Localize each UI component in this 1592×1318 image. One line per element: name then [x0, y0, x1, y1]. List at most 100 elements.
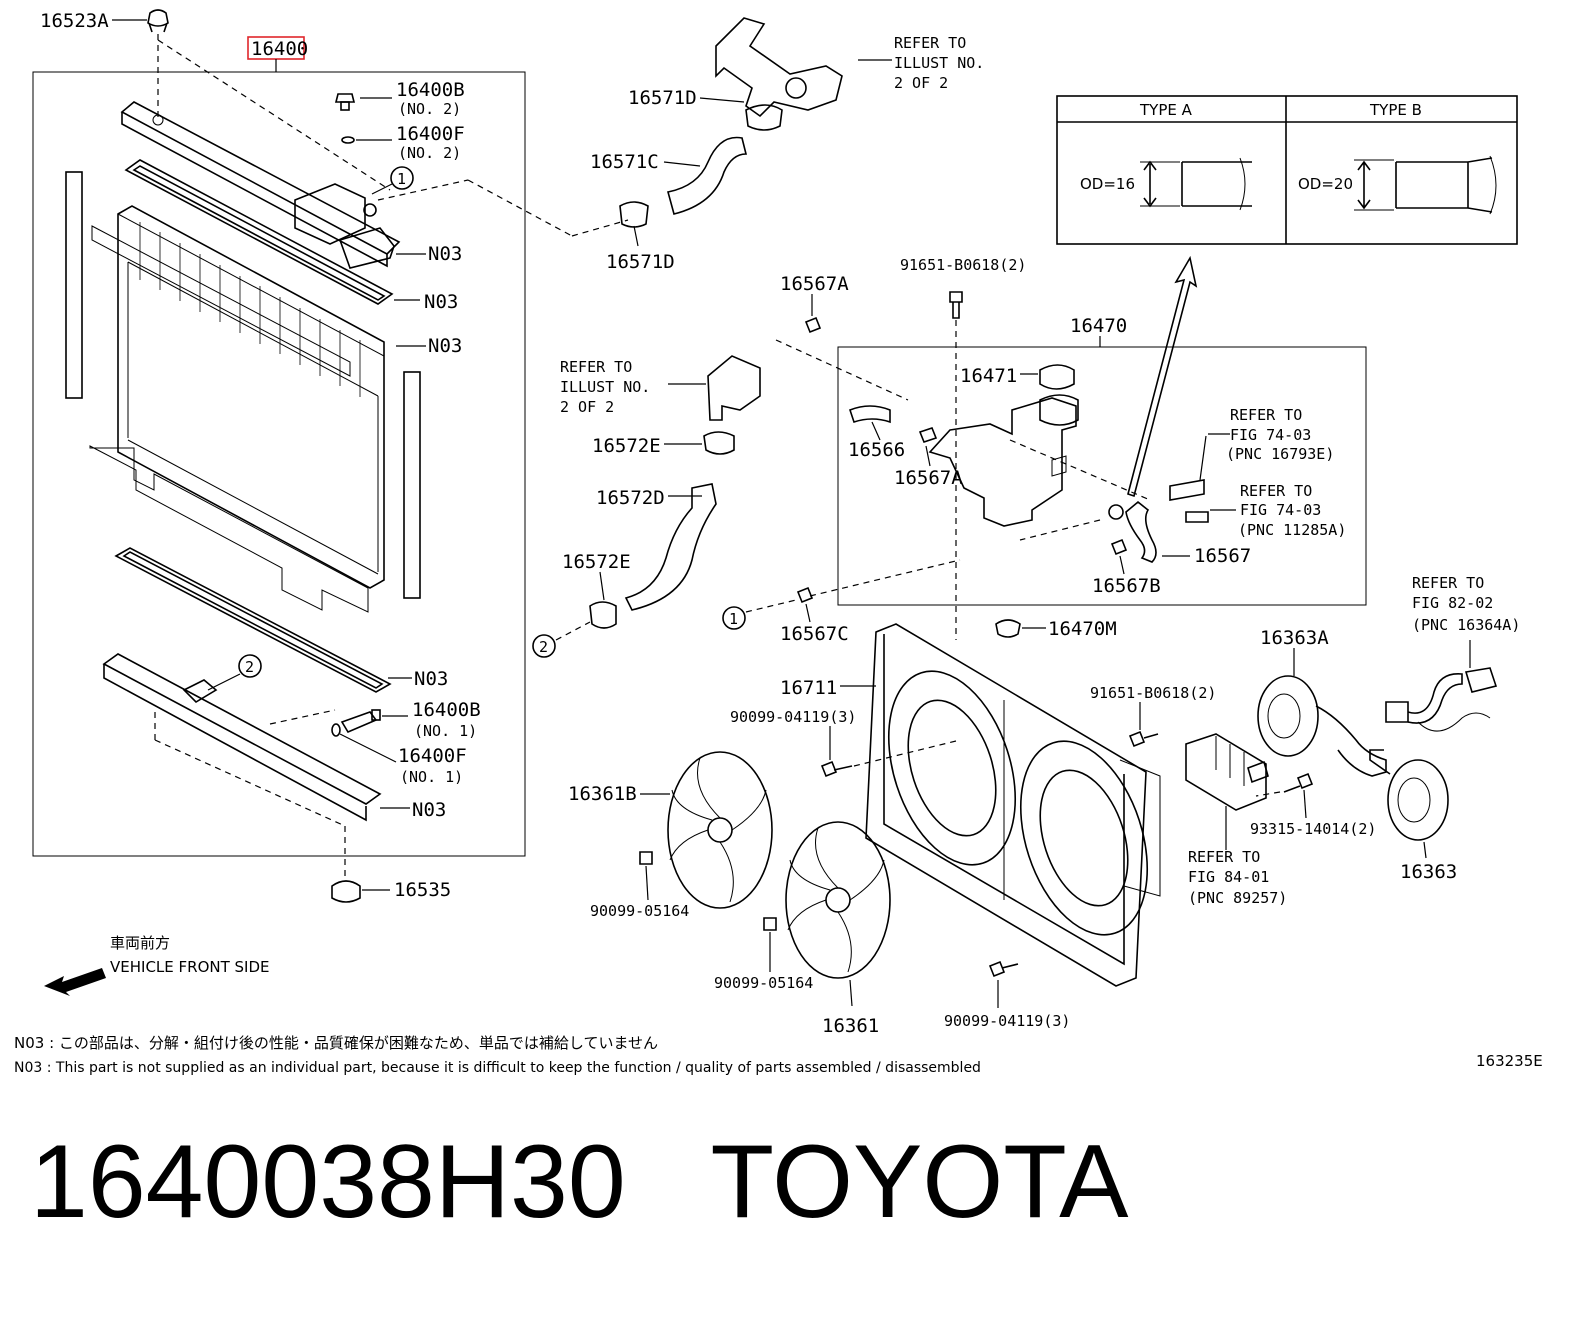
ref-circle-1-b-text: 1	[729, 610, 738, 628]
upper-tank	[120, 101, 401, 269]
refer-b-line1: REFER TO	[560, 358, 632, 376]
label-no1-b: (NO. 1)	[400, 768, 463, 786]
label-16361: 16361	[822, 1015, 879, 1037]
ref8401-line2: FIG 84-01	[1188, 868, 1269, 886]
refer-b-line2: ILLUST NO.	[560, 378, 650, 396]
label-16361b: 16361B	[568, 783, 637, 805]
label-16572e-bot: 16572E	[562, 551, 631, 573]
label-n03-4: N03	[414, 668, 448, 690]
bolt-91651-mid	[1128, 730, 1159, 748]
radiator-cap-16523a	[147, 9, 169, 118]
front-side-jp: 車両前方	[110, 934, 170, 952]
label-90099-05164-a: 90099-05164	[590, 902, 689, 920]
hose-end-fitting	[1108, 504, 1124, 520]
parts-diagram: 16523A 16400	[14, 9, 1543, 1076]
label-plate-11285a	[1185, 511, 1209, 523]
hose-clamp-16572e-top	[703, 431, 735, 455]
ref-circle-2-a-text: 2	[245, 658, 254, 676]
label-plate-16793e	[1169, 479, 1205, 501]
label-16572e-top: 16572E	[592, 435, 661, 457]
ref7403a-line3: (PNC 16793E)	[1226, 445, 1334, 463]
hose-clamp-16571d-bot	[619, 201, 649, 228]
ref7403b-line3: (PNC 11285A)	[1238, 521, 1346, 539]
label-16535: 16535	[394, 879, 451, 901]
label-16711: 16711	[780, 677, 837, 699]
label-93315: 93315-14014(2)	[1250, 820, 1376, 838]
side-seal-left	[65, 171, 83, 399]
label-16400f-top: 16400F	[396, 123, 465, 145]
nut-90099-05164-b	[763, 917, 777, 931]
ref7403b-line2: FIG 74-03	[1240, 501, 1321, 519]
label-no2-a: (NO. 2)	[398, 100, 461, 118]
oring-16400f-no2	[341, 136, 355, 144]
refer-a-line1: REFER TO	[894, 34, 966, 52]
label-16400b-bot: 16400B	[412, 699, 481, 721]
nut-90099-05164-a	[639, 851, 653, 865]
label-16400f-bot: 16400F	[398, 745, 467, 767]
label-91651-top: 91651-B0618(2)	[900, 256, 1026, 274]
label-16523a: 16523A	[40, 10, 109, 32]
clip-16567b	[1110, 538, 1128, 556]
screw-93315	[1283, 772, 1314, 793]
overflow-hose-16567	[1125, 500, 1157, 563]
bolt-90099-04119-bot	[988, 960, 1019, 978]
label-16571d-top: 16571D	[628, 87, 697, 109]
note-n03-en: N03 : This part is not supplied as an in…	[14, 1060, 981, 1076]
ref8202-line3: (PNC 16364A)	[1412, 616, 1520, 634]
ref-circle-1-a-text: 1	[397, 170, 406, 188]
label-16572d: 16572D	[596, 487, 665, 509]
ref-circle-2-a	[238, 654, 262, 678]
reservoir-cap-16471	[1039, 364, 1075, 390]
vehicle-front-arrow-icon	[44, 968, 106, 996]
label-16567a-top: 16567A	[780, 273, 849, 295]
label-no2-b: (NO. 2)	[398, 144, 461, 162]
ref-circle-2-b	[532, 634, 556, 658]
drain-plug-16400b-no2	[334, 93, 356, 111]
bolt-90099-04119-top	[820, 760, 853, 778]
lower-tank	[102, 653, 382, 827]
figure-code: 163235E	[1476, 1052, 1543, 1070]
label-91651-mid: 91651-B0618(2)	[1090, 684, 1216, 702]
od20-label: OD=20	[1298, 175, 1353, 193]
ref-circle-1-b	[722, 606, 746, 630]
thermostat-housing	[707, 355, 761, 421]
side-seal-right	[403, 371, 421, 599]
label-no1-a: (NO. 1)	[414, 722, 477, 740]
fan-shroud-16711	[865, 623, 1161, 987]
label-16363: 16363	[1400, 861, 1457, 883]
label-90099-05164-b: 90099-05164	[714, 974, 813, 992]
refer-a-line3: 2 OF 2	[894, 74, 948, 92]
label-90099-04119-bot: 90099-04119(3)	[944, 1012, 1070, 1030]
fan-16361b	[667, 751, 773, 909]
ref-circle-2-b-text: 2	[539, 638, 548, 656]
ref7403a-line2: FIG 74-03	[1230, 426, 1311, 444]
label-16363a: 16363A	[1260, 627, 1329, 649]
label-16571c: 16571C	[590, 151, 659, 173]
hose-type-table: TYPE A TYPE B OD=16 OD=20	[1056, 95, 1518, 245]
water-outlet-pipe	[715, 17, 843, 118]
bolt-91651-top	[949, 291, 963, 319]
refer-b-line3: 2 OF 2	[560, 398, 614, 416]
wiring-harness-16364a	[1385, 667, 1498, 732]
reference-arrow	[1127, 255, 1198, 498]
hose-clamp-16572e-bot	[589, 601, 617, 629]
label-16571d-bot: 16571D	[606, 251, 675, 273]
lower-hose-16572d	[624, 483, 717, 611]
lower-gasket	[114, 547, 392, 693]
ref8401-line1: REFER TO	[1188, 848, 1260, 866]
label-16567c: 16567C	[780, 623, 849, 645]
upper-gasket	[124, 159, 394, 305]
ref8202-line1: REFER TO	[1412, 574, 1484, 592]
ref8401-line3: (PNC 89257)	[1188, 889, 1287, 907]
label-16471: 16471	[960, 365, 1017, 387]
oring-16400f-no1	[331, 723, 341, 737]
ref-circle-1-a	[390, 166, 414, 190]
front-side-en: VEHICLE FRONT SIDE	[110, 958, 270, 976]
radiator-group-frame	[32, 71, 526, 857]
fan-16361	[785, 821, 891, 979]
label-16400b-top: 16400B	[396, 79, 465, 101]
label-16470m: 16470M	[1048, 618, 1117, 640]
core-fins	[139, 222, 361, 397]
label-n03-3: N03	[428, 335, 462, 357]
part-number-title: 1640038H30 TOYOTA	[30, 1124, 1129, 1240]
